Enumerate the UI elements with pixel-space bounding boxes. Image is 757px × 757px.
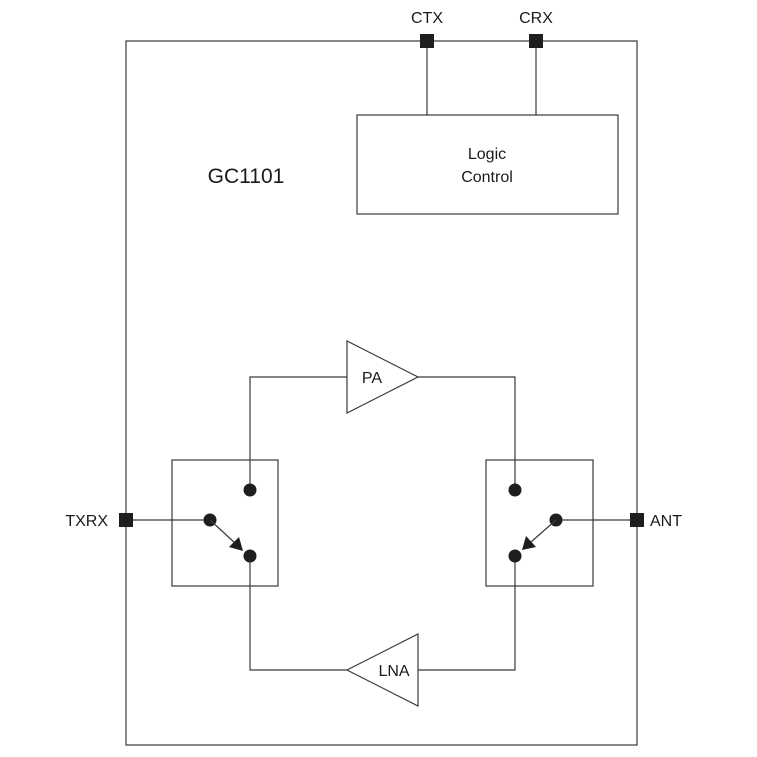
right-switch-tx-contact [508, 483, 522, 497]
right-switch-arm [530, 519, 557, 543]
ant-label: ANT [650, 513, 682, 530]
logic-control-label-line1: Logic [468, 146, 506, 163]
right-switch-rx-contact [508, 549, 522, 563]
left-switch-arrow-icon [229, 537, 243, 551]
logic-control-label-line2: Control [461, 169, 513, 186]
crx-label: CRX [519, 10, 553, 27]
ctx-label: CTX [411, 10, 443, 27]
txrx-label: TXRX [65, 513, 108, 530]
rx-path-wire-right [418, 556, 516, 671]
ctx-pin [420, 34, 434, 48]
pa-label: PA [362, 370, 382, 387]
left-switch-arm [209, 519, 236, 544]
left-switch-rx-contact [243, 549, 257, 563]
chip-outline [125, 40, 638, 746]
lna-amplifier [345, 633, 419, 707]
left-switch-tx-contact [243, 483, 257, 497]
right-switch-box [485, 459, 594, 587]
lna-label: LNA [378, 663, 409, 680]
ant-pin [630, 513, 644, 527]
left-switch-box [171, 459, 279, 587]
right-switch-arrow-icon [522, 536, 536, 550]
crx-pin [529, 34, 543, 48]
rx-path-wire-left [249, 556, 347, 671]
tx-path-wire-right [418, 376, 516, 490]
tx-path-wire-left [249, 376, 347, 490]
logic-control-block [356, 114, 619, 215]
txrx-pin [119, 513, 133, 527]
chip-name: GC1101 [208, 165, 285, 188]
pa-amplifier [346, 340, 420, 414]
